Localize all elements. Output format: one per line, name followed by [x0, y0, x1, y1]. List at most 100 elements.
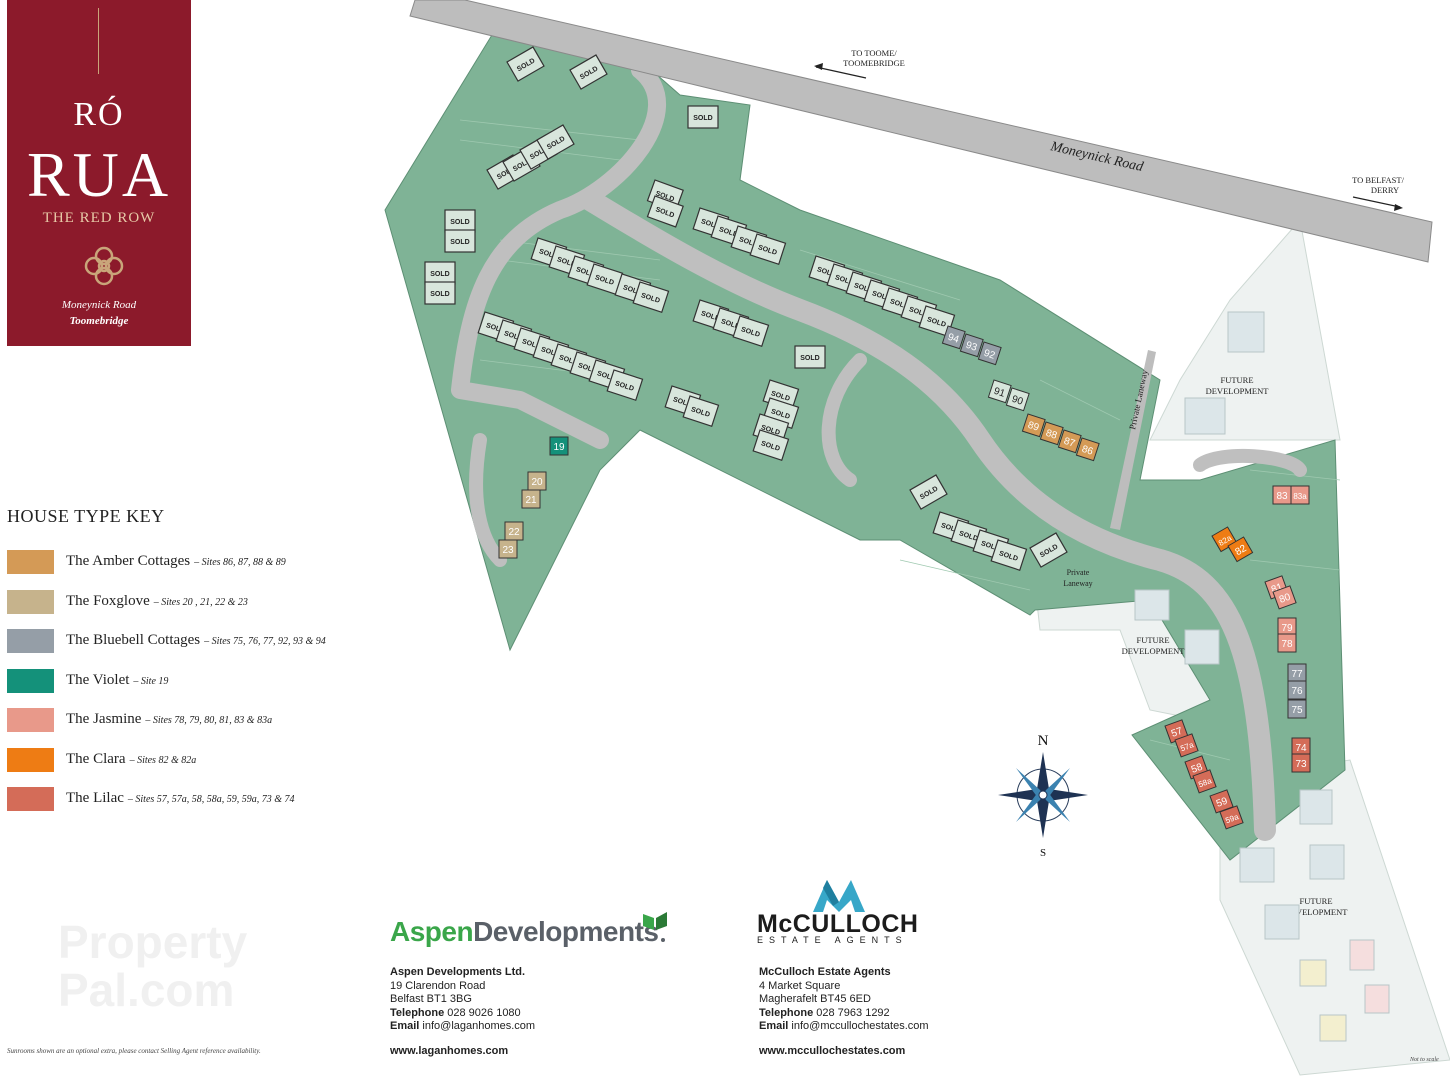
plot-57a[interactable]: 57a [1174, 733, 1199, 758]
plot-78[interactable]: 78 [1277, 633, 1297, 653]
mcculloch-contact: McCulloch Estate Agents 4 Market Square … [759, 966, 929, 1032]
plot-83[interactable]: 83 [1272, 485, 1292, 505]
svg-text:82: 82 [1233, 543, 1249, 558]
plot-58a[interactable]: 58a [1192, 769, 1217, 794]
future-development-label-2: FUTURE DEVELOPMENT [1122, 635, 1186, 656]
plot-93[interactable]: 93 [959, 333, 984, 358]
key-swatch [7, 589, 54, 614]
key-label: The Jasmine– Sites 78, 79, 80, 81, 83 & … [66, 711, 273, 727]
key-item: The Jasmine– Sites 78, 79, 80, 81, 83 & … [7, 708, 427, 732]
key-label: The Bluebell Cottages– Sites 75, 76, 77,… [66, 632, 326, 648]
sold-house: SOLD [909, 474, 948, 510]
plot-22[interactable]: 22 [504, 521, 524, 541]
key-item: The Violet– Site 19 [7, 668, 427, 693]
svg-text:20: 20 [531, 477, 543, 488]
mcculloch-logo: McCULLOCH [757, 910, 919, 938]
key-swatch [7, 747, 54, 772]
plot-88[interactable]: 88 [1039, 421, 1064, 446]
plot-59a[interactable]: 59a [1219, 805, 1244, 830]
celtic-knot-icon [84, 246, 124, 286]
private-laneway-label: Private Laneway [1063, 568, 1092, 588]
sold-house: SOLD [424, 281, 456, 305]
mcculloch-mountain-icon [813, 880, 865, 912]
plot-21[interactable]: 21 [521, 489, 541, 509]
plot-75[interactable]: 75 [1287, 699, 1307, 719]
brand-rule [98, 8, 99, 74]
key-swatch [7, 708, 54, 732]
brand-town: Toomebridge [69, 315, 129, 327]
key-label: The Clara– Sites 82 & 82a [66, 750, 197, 767]
future-development-label-1: FUTURE DEVELOPMENT [1206, 375, 1270, 396]
plot-80[interactable]: 80 [1272, 585, 1297, 610]
svg-text:94: 94 [946, 332, 960, 346]
svg-text:76: 76 [1291, 686, 1303, 697]
plot-58[interactable]: 58 [1184, 755, 1209, 780]
propertypal-watermark: Property Pal.com [58, 916, 248, 1016]
svg-text:SOLD: SOLD [693, 115, 712, 122]
svg-text:19: 19 [553, 442, 565, 453]
brand-road: Moneynick Road [61, 299, 137, 311]
key-label: The Amber Cottages– Sites 86, 87, 88 & 8… [66, 553, 286, 569]
svg-text:73: 73 [1295, 759, 1307, 770]
plot-79[interactable]: 79 [1277, 617, 1297, 637]
sold-house: SOLD [606, 369, 644, 401]
plot-82[interactable]: 82 [1227, 536, 1254, 563]
plot-89[interactable]: 89 [1021, 413, 1046, 438]
moneynick-road [409, 0, 1433, 263]
brand-tagline: THE RED ROW [42, 210, 156, 226]
sold-house: SOLD [990, 539, 1028, 571]
sold-house: SOLD [794, 345, 826, 369]
plot-23[interactable]: 23 [498, 539, 518, 559]
sold-house: SOLD [1029, 532, 1068, 568]
svg-text:SOLD: SOLD [450, 239, 469, 246]
svg-text:75: 75 [1291, 705, 1303, 716]
plot-76[interactable]: 76 [1287, 680, 1307, 700]
mcculloch-logo-sub: ESTATE AGENTS [757, 935, 908, 945]
key-swatch [7, 550, 54, 574]
plot-83a[interactable]: 83a [1290, 485, 1310, 505]
key-swatch [7, 629, 54, 653]
compass-icon: N S [998, 733, 1088, 859]
key-swatch [7, 668, 54, 693]
svg-text:SOLD: SOLD [800, 355, 819, 362]
sold-house: SOLD [536, 124, 575, 160]
not-to-scale-note: Not to scale [1410, 1057, 1439, 1063]
svg-text:78: 78 [1281, 639, 1293, 650]
sold-house: SOLD [506, 46, 545, 82]
plot-20[interactable]: 20 [527, 471, 547, 491]
plot-90[interactable]: 90 [1005, 387, 1030, 412]
plot-87[interactable]: 87 [1057, 429, 1082, 454]
compass-south: S [1040, 847, 1046, 859]
direction-belfast: TO BELFAST/ DERRY [1352, 175, 1405, 211]
svg-text:SOLD: SOLD [430, 271, 449, 278]
aspen-website-link[interactable]: www.laganhomes.com [390, 1045, 509, 1057]
plot-92[interactable]: 92 [977, 341, 1002, 366]
svg-text:57a: 57a [1179, 740, 1195, 753]
future-houses [1134, 311, 1390, 1042]
svg-text:59: 59 [1215, 796, 1230, 810]
svg-text:90: 90 [1010, 394, 1024, 408]
svg-text:92: 92 [982, 348, 996, 362]
sold-house: SOLD [682, 395, 720, 427]
plot-73[interactable]: 73 [1291, 753, 1311, 773]
key-label: The Violet– Site 19 [66, 671, 169, 688]
aspen-leaf-icon [643, 912, 667, 942]
plot-19[interactable]: 19 [549, 436, 569, 456]
sold-house: SOLD [687, 105, 719, 129]
plot-91[interactable]: 91 [987, 379, 1012, 404]
sold-house: SOLD [749, 233, 787, 265]
house-type-key-title: HOUSE TYPE KEY [7, 506, 165, 526]
plot-74[interactable]: 74 [1291, 737, 1311, 757]
svg-text:91: 91 [992, 386, 1006, 400]
key-item: The Amber Cottages– Sites 86, 87, 88 & 8… [7, 550, 427, 574]
plot-94[interactable]: 94 [941, 325, 966, 350]
mcculloch-website-link[interactable]: www.mccullochestates.com [759, 1045, 906, 1057]
brand-name-line1: RÓ [73, 96, 125, 133]
svg-text:FUTURE: FUTURE [1299, 896, 1332, 906]
plot-86[interactable]: 86 [1075, 437, 1100, 462]
svg-text:58: 58 [1190, 762, 1205, 776]
sold-house: SOLD [632, 281, 670, 313]
plot-77[interactable]: 77 [1287, 663, 1307, 683]
